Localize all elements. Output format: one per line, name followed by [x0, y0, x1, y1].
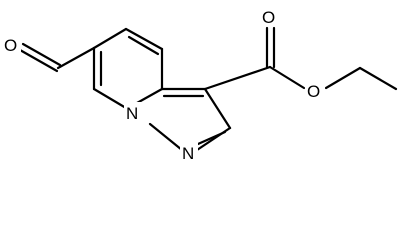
atom-label-o-aldehyde: O [4, 36, 17, 55]
atom-bg-o-aldehyde [3, 34, 21, 54]
bond-c5-c4 [124, 27, 164, 51]
bond-c5-c4-inner [127, 35, 160, 56]
molecule-canvas: O N N O O [3, 6, 398, 163]
atom-bg-n2 [180, 142, 198, 162]
atom-label-o-carbonyl: O [262, 8, 275, 27]
bond-aldehyde-cc [56, 46, 96, 70]
bond-c7-n1 [92, 87, 128, 110]
atom-bg-o-ester [305, 80, 325, 100]
atom-bg-n1 [124, 102, 142, 122]
molecule-structure: O N N O O [3, 6, 398, 163]
atom-label-o-ester: O [307, 82, 320, 101]
bond-ch2-ch3 [358, 66, 398, 91]
bond-c3a-n1 [135, 87, 164, 105]
bond-c3-ccarboxyl [203, 65, 272, 91]
bond-aldehyde-co-1 [21, 42, 62, 67]
bond-c2-n2-inner [196, 130, 227, 146]
bond-c6-c5 [92, 27, 128, 50]
atom-label-n2: N [182, 144, 194, 163]
atom-bg-o-carbonyl [260, 6, 280, 26]
bond-ester-och2 [324, 66, 362, 90]
bond-n2-n1 [148, 122, 184, 152]
bond-aldehyde-co-2 [18, 48, 59, 73]
bond-ester-co [268, 65, 306, 90]
atom-label-n1: N [126, 104, 138, 123]
bond-c3-c2 [203, 87, 232, 130]
